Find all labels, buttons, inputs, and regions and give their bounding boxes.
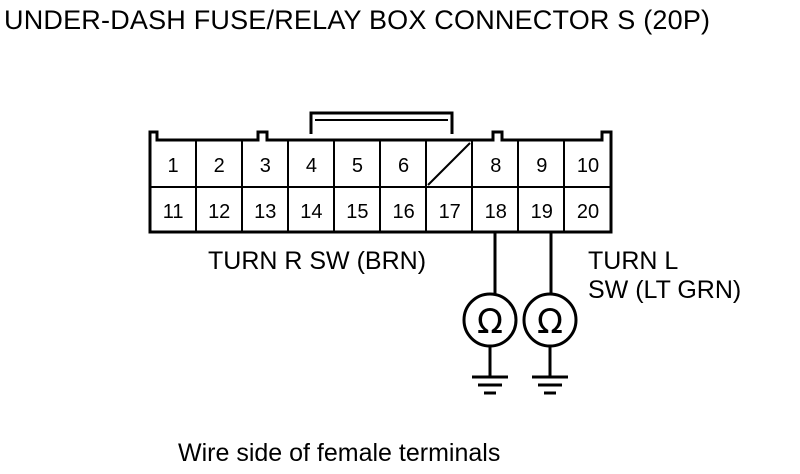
pin-label: 3 [260,155,271,177]
diagram-caption: Wire side of female terminals [178,439,501,467]
pin-label: 19 [531,201,553,223]
pin-label: 5 [352,155,363,177]
ohm-symbol-1: Ω [477,302,503,342]
turn-l-sw-label-line2: SW (LT GRN) [588,276,742,304]
pin-label: 8 [490,155,501,177]
top-row-pins: 1 2 3 4 5 6 8 9 10 [168,155,600,177]
empty-cavity-slash [427,142,471,186]
pin-label: 2 [214,155,225,177]
ground-symbol-2 [532,375,568,395]
pin-label: 4 [306,155,317,177]
ohm-symbol-2: Ω [537,302,563,342]
pin-label: 1 [168,155,179,177]
pin-label: 14 [300,201,322,223]
pin-label: 11 [163,201,184,223]
bottom-row-pins: 11 12 13 14 15 16 17 18 19 20 [163,201,599,223]
pin-label: 15 [346,201,368,223]
pin-label: 10 [577,155,599,177]
pin-label: 16 [392,201,414,223]
connector-latch [309,111,454,134]
turn-r-sw-label: TURN R SW (BRN) [208,247,427,275]
pin-label: 17 [439,201,461,223]
pin-label: 12 [208,201,230,223]
pin-label: 20 [577,201,599,223]
ground-symbol-1 [472,375,508,395]
connector-outline [148,130,613,234]
turn-l-sw-label-line1: TURN L [588,247,679,275]
pin-label: 13 [254,201,276,223]
pin-label: 9 [536,155,547,177]
cell-dividers [195,140,565,232]
pin-label: 6 [398,155,409,177]
diagram-title: UNDER-DASH FUSE/RELAY BOX CONNECTOR S (2… [4,5,711,35]
pin-label: 18 [485,201,507,223]
